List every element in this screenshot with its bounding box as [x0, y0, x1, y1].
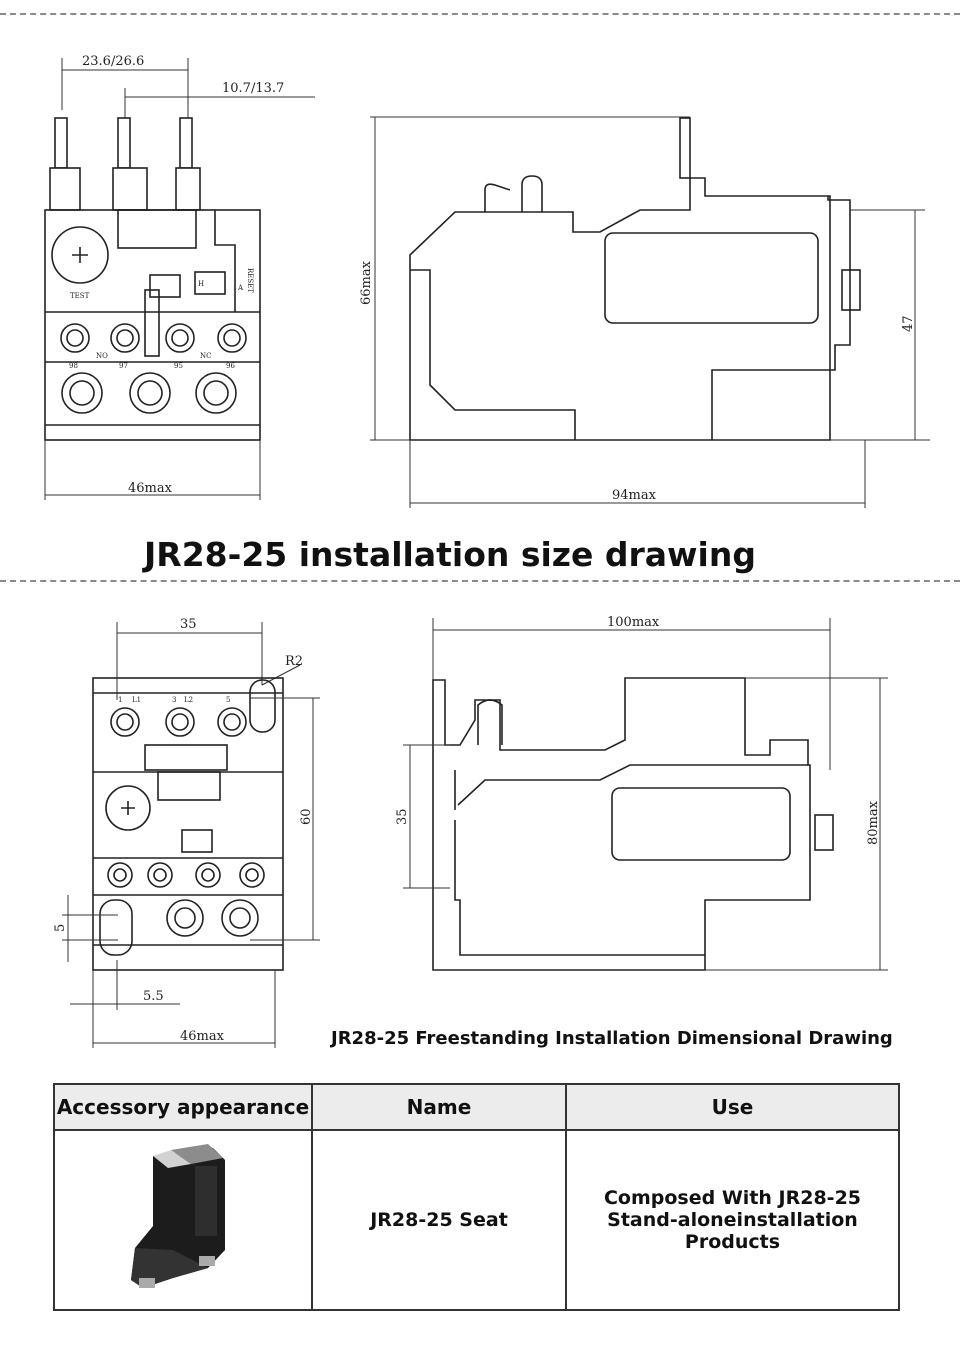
dim-height-80: 80max	[866, 800, 881, 845]
terminal-top-l2: L2	[184, 696, 193, 704]
reset-letter-a: A	[237, 284, 244, 292]
terminal-top-5: 5	[226, 696, 230, 704]
header-accessory-appearance: Accessory appearance	[53, 1083, 313, 1131]
contact-nc: NC	[200, 352, 211, 360]
terminal-top-l1: L1	[132, 696, 141, 704]
terminal-top-1: 1	[118, 696, 122, 704]
accessory-table: Accessory appearance Name Use JR28-25 Se…	[53, 1083, 900, 1311]
seat-accessory-image	[131, 1143, 225, 1288]
bottom-dimension-drawing: 35 R2 1 L1 3 L2 5 60 5	[53, 615, 888, 1048]
dim-depth-bottom: 100max	[607, 615, 660, 630]
dim-span-b: 10.7/13.7	[222, 81, 284, 96]
dim-span-35: 35	[180, 617, 197, 632]
use-line-2: Stand-aloneinstallation	[607, 1209, 858, 1231]
accessory-image-cell	[53, 1129, 313, 1311]
dim-height-top: 66max	[359, 260, 374, 305]
top-divider	[0, 13, 960, 15]
dim-height-60: 60	[299, 808, 314, 825]
header-use: Use	[565, 1083, 900, 1131]
dim-width-bottom: 46max	[180, 1029, 225, 1044]
dim-rail-47: 47	[901, 315, 916, 332]
test-label: TEST	[70, 292, 90, 300]
use-line-1: Composed With JR28-25	[603, 1187, 862, 1209]
dim-offset-5-5: 5.5	[143, 989, 164, 1004]
top-dimension-drawing: 23.6/26.6 10.7/13.7 TEST RESET A H 98 97	[44, 54, 930, 508]
accessory-use-cell: Composed With JR28-25 Stand-aloneinstall…	[565, 1129, 900, 1311]
reset-letter-h: H	[198, 280, 204, 288]
dim-slot-5: 5	[53, 924, 68, 932]
dim-span-a: 23.6/26.6	[82, 54, 144, 69]
freestanding-caption: JR28-25 Freestanding Installation Dimens…	[331, 1028, 893, 1049]
dim-width-top: 46max	[128, 481, 173, 496]
reset-label: RESET	[246, 268, 254, 293]
terminal-95: 95	[174, 362, 183, 370]
contact-no: NO	[96, 352, 108, 360]
dim-radius: R2	[285, 654, 303, 669]
bottom-front-view: 35 R2 1 L1 3 L2 5 60 5	[53, 617, 320, 1048]
table-row: JR28-25 Seat Composed With JR28-25 Stand…	[53, 1129, 900, 1311]
terminal-top-3: 3	[172, 696, 176, 704]
top-side-view: 66max 47 94max	[359, 116, 930, 508]
terminal-97: 97	[119, 362, 128, 370]
top-front-view: 23.6/26.6 10.7/13.7 TEST RESET A H 98 97	[44, 54, 315, 500]
use-line-3: Products	[684, 1231, 781, 1253]
bottom-side-view: 100max 35 80max	[395, 615, 888, 971]
dim-side-35: 35	[395, 808, 410, 825]
accessory-name-cell: JR28-25 Seat	[311, 1129, 567, 1311]
terminal-98: 98	[69, 362, 78, 370]
terminal-96: 96	[226, 362, 235, 370]
middle-divider	[0, 580, 960, 582]
page-title: JR28-25 installation size drawing	[144, 535, 756, 574]
table-header-row: Accessory appearance Name Use	[53, 1083, 900, 1131]
dim-depth-top: 94max	[612, 488, 657, 503]
header-name: Name	[311, 1083, 567, 1131]
